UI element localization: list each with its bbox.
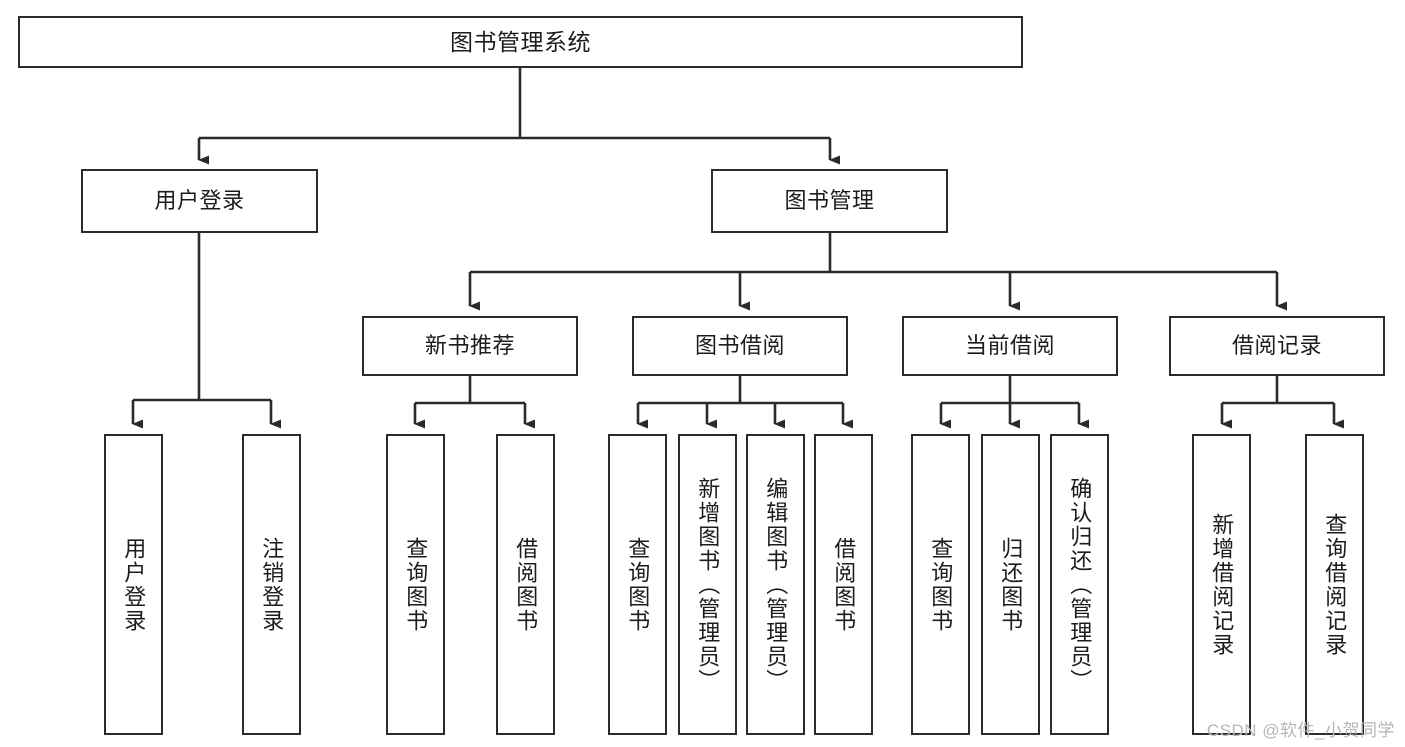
node-label: 查询图书 <box>403 536 429 633</box>
node-label: 新书推荐 <box>424 333 515 359</box>
node-new-book-recommend[interactable]: 新书推荐 <box>362 316 578 376</box>
csdn-watermark: CSDN @软件_小贺同学 <box>1206 721 1395 740</box>
node-leaf-add-book-admin[interactable]: 新增图书（管理员） <box>678 434 737 735</box>
node-leaf-user-login[interactable]: 用户登录 <box>104 434 163 735</box>
node-label: 归还图书 <box>998 536 1024 633</box>
node-label: 图书借阅 <box>694 333 785 359</box>
node-user-login[interactable]: 用户登录 <box>81 169 318 233</box>
node-leaf-add-borrow-record[interactable]: 新增借阅记录 <box>1192 434 1251 735</box>
node-label: 查询图书 <box>625 536 651 633</box>
node-label: 查询图书 <box>928 536 954 633</box>
node-label: 图书管理 <box>784 188 875 214</box>
node-label: 用户登录 <box>121 536 147 633</box>
node-leaf-confirm-return-admin[interactable]: 确认归还（管理员） <box>1050 434 1109 735</box>
node-label: 用户登录 <box>154 188 245 214</box>
node-label: 新增借阅记录 <box>1209 512 1235 657</box>
node-leaf-return-book[interactable]: 归还图书 <box>981 434 1040 735</box>
node-leaf-query-book-recommend[interactable]: 查询图书 <box>386 434 445 735</box>
node-label: 借阅记录 <box>1231 333 1322 359</box>
node-label: 借阅图书 <box>831 536 857 633</box>
node-leaf-query-book-borrow[interactable]: 查询图书 <box>608 434 667 735</box>
node-leaf-query-borrow-record[interactable]: 查询借阅记录 <box>1305 434 1364 735</box>
node-label: 确认归还（管理员） <box>1067 476 1093 693</box>
node-leaf-logout-login[interactable]: 注销登录 <box>242 434 301 735</box>
node-borrow-record[interactable]: 借阅记录 <box>1169 316 1385 376</box>
node-book-borrow[interactable]: 图书借阅 <box>632 316 848 376</box>
node-label: 编辑图书（管理员） <box>763 476 789 693</box>
node-current-borrow[interactable]: 当前借阅 <box>902 316 1118 376</box>
node-leaf-edit-book-admin[interactable]: 编辑图书（管理员） <box>746 434 805 735</box>
node-root-book-management-system[interactable]: 图书管理系统 <box>18 16 1023 68</box>
node-label: 图书管理系统 <box>450 28 591 55</box>
node-label: 当前借阅 <box>964 333 1055 359</box>
node-label: 查询借阅记录 <box>1322 512 1348 657</box>
node-leaf-query-book-current[interactable]: 查询图书 <box>911 434 970 735</box>
node-book-management[interactable]: 图书管理 <box>711 169 948 233</box>
node-label: 注销登录 <box>259 536 285 633</box>
node-leaf-borrow-book-borrow[interactable]: 借阅图书 <box>814 434 873 735</box>
node-label: 新增图书（管理员） <box>695 476 721 693</box>
node-leaf-borrow-book-recommend[interactable]: 借阅图书 <box>496 434 555 735</box>
node-label: 借阅图书 <box>513 536 539 633</box>
